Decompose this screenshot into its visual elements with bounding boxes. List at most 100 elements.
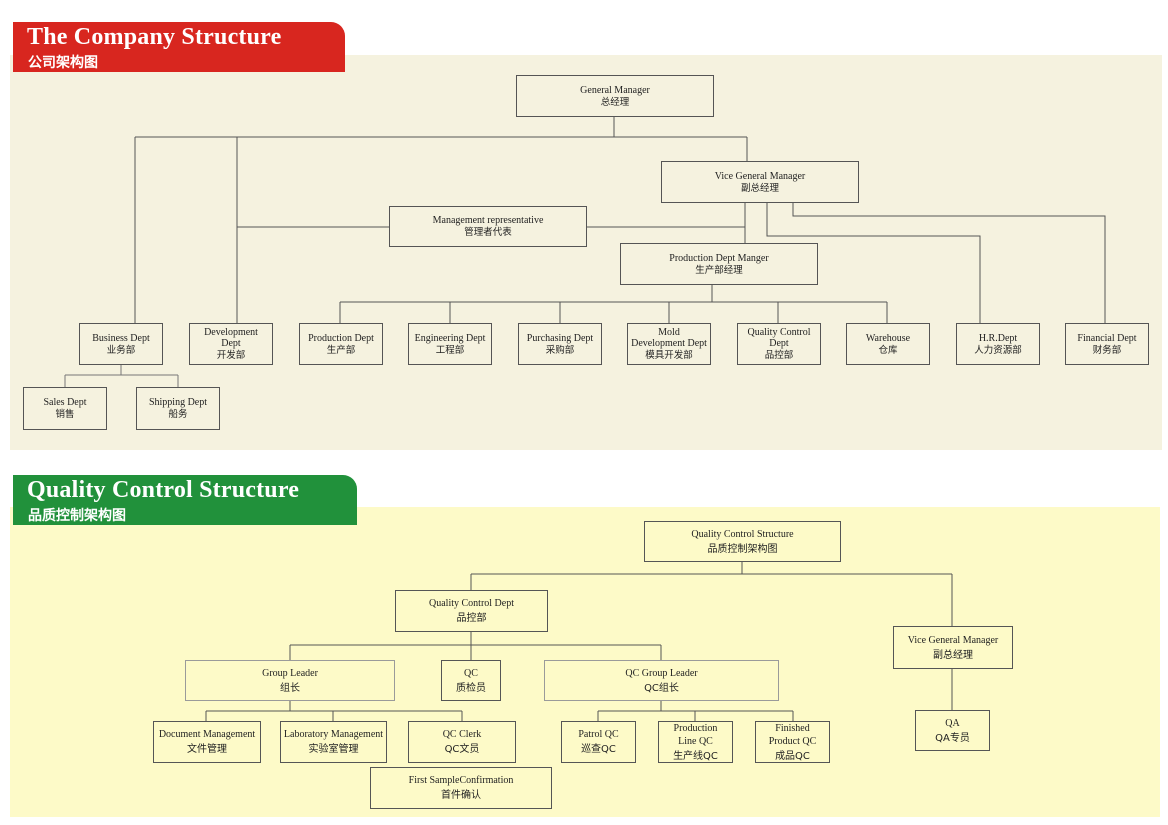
node-business-dept: Business Dept 业务部 (79, 323, 163, 365)
quality-control-title: Quality Control Structure (27, 477, 300, 503)
node-qa: QA QA专员 (915, 710, 990, 751)
node-label-zh: 巡查QC (581, 744, 616, 755)
node-label-zh: 品控部 (764, 350, 794, 361)
connector-qc-dept-bus (290, 632, 661, 646)
node-sales-dept: Sales Dept 销售 (23, 387, 107, 430)
node-label-en: Quality Control Dept (747, 327, 811, 349)
node-label-zh: 人力资源部 (974, 344, 1022, 356)
node-qc-dept: Quality Control Dept 品控部 (395, 590, 548, 632)
node-label-en: Finished Product QC (768, 722, 817, 747)
connector-dept-drops (339, 302, 888, 323)
node-label-zh: 生产部经理 (695, 264, 743, 276)
node-label-zh: QA专员 (935, 732, 970, 744)
node-label-en: Laboratory Management (283, 729, 384, 740)
node-label-en: Production Dept Manger (669, 252, 769, 264)
node-label-zh: 模具开发部 (645, 350, 693, 361)
node-label-en: Vice General Manager (907, 634, 999, 646)
connector-hr (766, 202, 981, 323)
node-label-en: Shipping Dept (148, 397, 208, 408)
node-label-zh: 品控部 (456, 613, 487, 624)
node-engineering-dept: Engineering Dept 工程部 (408, 323, 492, 365)
connector-business-children (64, 365, 179, 387)
node-label-en: Production Line QC (673, 722, 718, 747)
node-label-en: QC (464, 667, 478, 679)
node-hr-dept: H.R.Dept 人力资源部 (956, 323, 1040, 365)
node-label-zh: 仓库 (878, 344, 898, 356)
node-label-en: Production Dept (308, 332, 374, 344)
node-label-en: Quality Control Dept (429, 598, 514, 609)
node-label-en: Quality Control Structure (691, 528, 794, 540)
node-label-en: H.R.Dept (978, 332, 1018, 344)
node-label-zh: 生产部 (326, 344, 356, 356)
node-label-en: Development Dept (204, 327, 258, 349)
node-label-en: Group Leader (262, 667, 318, 679)
company-structure-panel (10, 55, 1162, 450)
connector-qc-top-drops (470, 574, 953, 626)
node-label-en: First SampleConfirmation (408, 775, 514, 786)
node-label-zh: 管理者代表 (464, 227, 512, 238)
node-qc-vice-general-manager: Vice General Manager 副总经理 (893, 626, 1013, 669)
node-label-zh: QC文员 (444, 744, 480, 755)
node-label-zh: 采购部 (545, 344, 575, 356)
node-laboratory-management: Laboratory Management 实验室管理 (280, 721, 387, 763)
node-qc-clerk: QC Clerk QC文员 (408, 721, 516, 763)
node-label-en: General Manager (580, 84, 650, 96)
node-label-zh: 文件管理 (187, 744, 227, 755)
node-qc-structure: Quality Control Structure 品质控制架构图 (644, 521, 841, 562)
node-label-zh: 开发部 (216, 350, 246, 361)
node-label-en: QA (945, 717, 960, 729)
node-label-en: Vice General Manager (714, 170, 806, 182)
node-general-manager: General Manager 总经理 (516, 75, 714, 117)
node-label-en: Patrol QC (578, 729, 619, 740)
node-label-en: QC Group Leader (625, 667, 698, 679)
node-production-dept: Production Dept 生产部 (299, 323, 383, 365)
node-purchasing-dept: Purchasing Dept 采购部 (518, 323, 602, 365)
node-finished-product-qc: Finished Product QC 成品QC (755, 721, 830, 763)
node-document-management: Document Management 文件管理 (153, 721, 261, 763)
node-label-zh: 组长 (280, 682, 300, 694)
node-label-zh: 副总经理 (740, 182, 779, 194)
node-first-sample-confirmation: First SampleConfirmation 首件确认 (370, 767, 552, 809)
node-label-zh: 首件确认 (441, 790, 481, 801)
quality-control-panel (10, 507, 1160, 817)
node-production-dept-manager: Production Dept Manger 生产部经理 (620, 243, 818, 285)
quality-control-title-zh: 品质控制架构图 (28, 508, 126, 524)
node-label-en: Sales Dept (43, 397, 87, 408)
node-label-zh: 业务部 (106, 344, 136, 356)
connector-group-leader-children (205, 701, 463, 721)
node-label-en: QC Clerk (442, 729, 482, 740)
node-label-zh: 成品QC (775, 750, 810, 762)
node-mold-development-dept: Mold Development Dept 模具开发部 (627, 323, 711, 365)
node-label-en: Business Dept (92, 332, 150, 344)
node-group-leader: Group Leader 组长 (185, 660, 395, 701)
node-label-zh: 总经理 (600, 96, 630, 108)
company-structure-title-zh: 公司架构图 (28, 55, 98, 71)
node-label-zh: 生产线QC (673, 750, 718, 762)
node-patrol-qc: Patrol QC 巡查QC (561, 721, 636, 763)
connector-qc-group-leader-children (597, 701, 794, 721)
node-label-zh: 销售 (55, 409, 75, 420)
node-quality-control-dept: Quality Control Dept 品控部 (737, 323, 821, 365)
node-financial-dept: Financial Dept 财务部 (1065, 323, 1149, 365)
node-qc: QC 质检员 (441, 660, 501, 701)
node-development-dept: Development Dept 开发部 (189, 323, 273, 365)
node-label-zh: QC组长 (644, 682, 679, 694)
quality-control-banner: Quality Control Structure 品质控制架构图 (13, 475, 357, 525)
node-label-zh: 品质控制架构图 (707, 543, 778, 555)
node-warehouse: Warehouse 仓库 (846, 323, 930, 365)
node-label-en: Warehouse (865, 332, 911, 344)
node-label-zh: 工程部 (435, 344, 465, 356)
connector-finance (792, 202, 1106, 323)
node-label-zh: 财务部 (1092, 344, 1122, 356)
node-label-zh: 质检员 (456, 682, 486, 694)
node-label-en: Management representative (432, 215, 544, 226)
node-label-en: Purchasing Dept (526, 332, 594, 344)
node-label-en: Financial Dept (1077, 332, 1137, 344)
node-label-zh: 实验室管理 (308, 744, 359, 755)
node-management-representative: Management representative 管理者代表 (389, 206, 587, 247)
node-label-zh: 船务 (168, 409, 188, 420)
node-label-en: Document Management (158, 729, 256, 740)
company-structure-banner: The Company Structure 公司架构图 (13, 22, 345, 72)
node-vice-general-manager: Vice General Manager 副总经理 (661, 161, 859, 203)
